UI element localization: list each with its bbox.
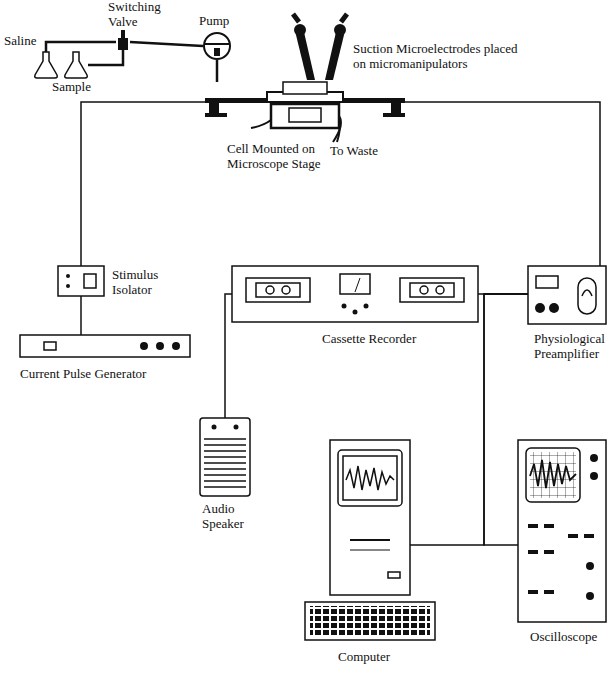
cable <box>484 294 528 545</box>
cable <box>225 294 232 418</box>
microscope-stage: Cell Mounted on Microscope Stage <box>205 82 405 130</box>
switching-valve-drawing <box>116 34 130 50</box>
audio-speaker-drawing <box>200 418 250 496</box>
device-label: Audio Speaker <box>202 502 264 532</box>
preamplifier: Physiological Preamplifier <box>528 266 606 324</box>
pulse-generator-drawing <box>20 335 190 357</box>
oscilloscope-drawing <box>518 440 606 622</box>
device-label: Oscilloscope <box>530 630 610 645</box>
device-label: Current Pulse Generator <box>20 367 220 382</box>
suction-microelectrodes-drawing <box>295 22 345 80</box>
microscope-stage-drawing <box>205 82 405 130</box>
cassette-recorder-drawing <box>232 266 478 322</box>
device-label: Saline <box>4 34 64 49</box>
pump: Pump <box>203 32 231 60</box>
sample-flask: Sample <box>64 52 88 78</box>
oscilloscope: Oscilloscope <box>518 440 606 622</box>
device-label: Cell Mounted on Microscope Stage <box>227 142 345 172</box>
tube <box>130 42 203 46</box>
saline-flask-drawing <box>34 52 58 78</box>
tube <box>88 50 123 65</box>
cable <box>81 102 205 266</box>
stimulus-isolator: Stimulus Isolator <box>58 266 104 296</box>
stimulus-isolator-drawing <box>58 266 104 296</box>
suction-microelectrodes: Suction Microelectrodes placed on microm… <box>295 22 345 80</box>
device-label: Suction Microelectrodes placed on microm… <box>353 42 523 72</box>
pump-drawing <box>203 32 231 60</box>
cable <box>80 296 82 335</box>
sample-flask-drawing <box>64 52 88 78</box>
computer: Computer <box>330 440 410 595</box>
switching-valve: Switching Valve <box>116 34 130 50</box>
device-label: Stimulus Isolator <box>112 268 182 298</box>
tube <box>46 42 116 52</box>
pulse-generator: Current Pulse Generator <box>20 335 190 357</box>
preamplifier-drawing <box>528 266 606 324</box>
computer-drawing <box>330 440 410 595</box>
device-label: Pump <box>199 14 249 29</box>
saline-flask: Saline <box>34 52 58 78</box>
cable <box>405 102 600 266</box>
cassette-recorder: Cassette Recorder <box>232 266 478 322</box>
device-label: Physiological Preamplifier <box>534 332 610 362</box>
tube <box>216 60 219 82</box>
device-label: Switching Valve <box>108 0 174 30</box>
audio-speaker: Audio Speaker <box>200 418 250 496</box>
device-label: Computer <box>338 650 418 665</box>
device-label: Cassette Recorder <box>322 332 482 347</box>
device-label: Sample <box>52 80 112 95</box>
cable <box>410 294 528 545</box>
note-label: To Waste <box>330 144 400 159</box>
